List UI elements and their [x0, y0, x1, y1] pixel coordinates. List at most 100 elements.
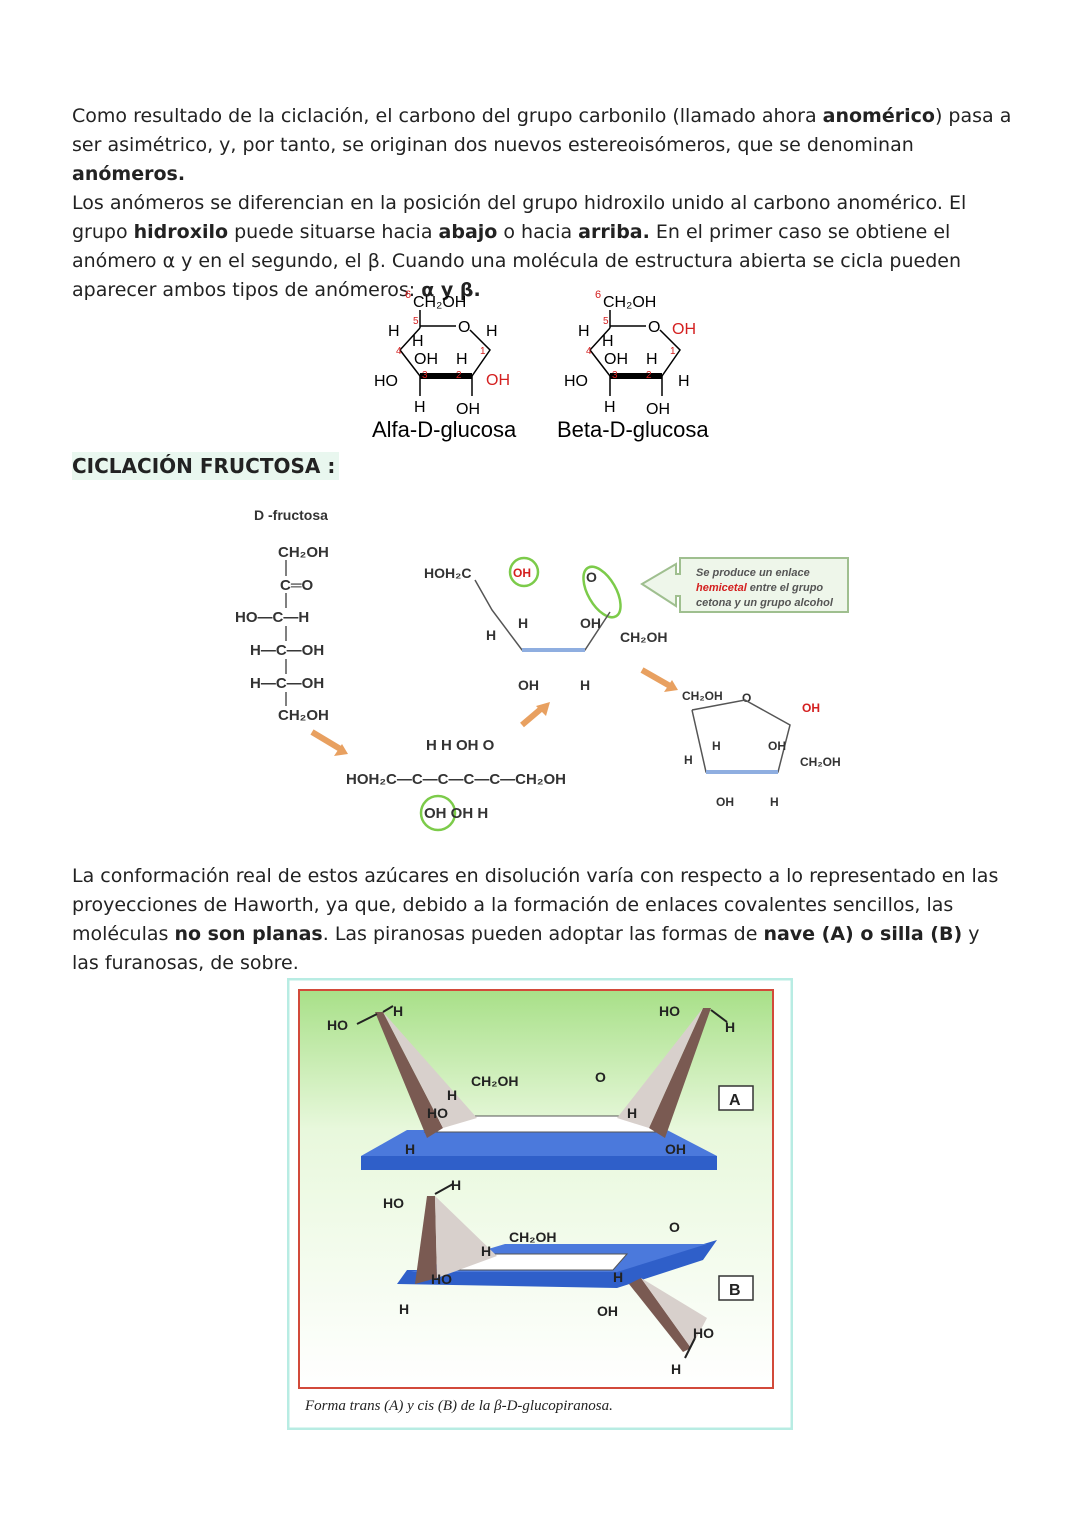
h-label: H — [456, 351, 468, 368]
ho-label: HO — [383, 1195, 404, 1211]
bold-term: anomérico — [822, 105, 935, 127]
carbonyl-highlight — [582, 565, 622, 619]
ch2oh-label: CH₂OH — [509, 1229, 556, 1245]
carbon-number: 6 — [405, 289, 411, 301]
fructose-title: D -fructosa — [254, 507, 328, 523]
h-label: H — [646, 351, 658, 368]
carbon-number: 6 — [595, 289, 601, 301]
h-label: H — [399, 1301, 409, 1317]
oh-highlight-circle — [508, 556, 540, 588]
conformation-figure: HO H HO H CH₂OH O H HO H H OH A HO H — [287, 978, 793, 1430]
ring-oxygen: O — [458, 319, 470, 336]
oh-label: OH — [716, 795, 734, 809]
ch2oh-label: CH₂OH — [471, 1073, 518, 1089]
text-span: o hacia — [497, 221, 579, 243]
h-label: H — [578, 323, 590, 340]
ring-oxygen: O — [595, 1069, 606, 1085]
label-a: A — [729, 1092, 741, 1109]
callout-text: Se produce un enlace — [696, 567, 810, 579]
oh-label: OH — [802, 701, 820, 715]
h-label: H — [451, 1177, 461, 1193]
h-label: H — [712, 739, 721, 753]
ch2oh-label: CH₂OH — [413, 294, 466, 311]
ho-label: HO — [431, 1271, 452, 1287]
h-label: H — [486, 627, 496, 643]
carbon-number: 5 — [413, 316, 419, 327]
oh-label: OH — [646, 401, 670, 418]
fructofuranose-ring: CH₂OH O OH H H OH CH₂OH OH H — [682, 689, 841, 809]
h-label: H — [580, 677, 590, 693]
h-label: H — [627, 1105, 637, 1121]
fischer-row: CH₂OH — [278, 544, 329, 561]
fischer-row: HO—C—H — [235, 609, 309, 626]
text-span: En el primer caso se obtiene el anómero … — [72, 221, 962, 301]
text-span: puede situarse hacia — [228, 221, 439, 243]
ch2oh-label: CH₂OH — [603, 294, 656, 311]
h-label: H — [486, 323, 498, 340]
arrow-head-icon — [536, 702, 550, 716]
anomeric-oh-alpha: OH — [486, 372, 510, 389]
formula-bottom-row: OH OH H — [424, 805, 488, 822]
bold-term: nave (A) o silla (B) — [763, 923, 963, 945]
h-label: H — [678, 373, 690, 390]
ho-label: HO — [659, 1003, 680, 1019]
ho-label: HO — [327, 1017, 348, 1033]
formula-main-row: HOH₂C—C—C—C—C—CH₂OH — [346, 771, 566, 788]
h-label: H — [414, 399, 426, 416]
alpha-glucose-name: Alfa-D-glucosa — [372, 417, 517, 442]
bold-term: α y β. — [421, 279, 481, 301]
anomeric-oh-beta: OH — [672, 321, 696, 338]
hoh2c-label: HOH₂C — [424, 565, 471, 581]
oh-label: OH — [513, 566, 531, 580]
beta-glucose-structure: 6 CH₂OH 5 O OH H H 4 1 OH H 3 2 HO H H O… — [557, 289, 709, 442]
carbon-number: 5 — [603, 316, 609, 327]
ring-oxygen: O — [669, 1219, 680, 1235]
h-label: H — [725, 1019, 735, 1035]
h-label: H — [604, 399, 616, 416]
text-span: ) pasa a ser asimétrico, y, por tanto, s… — [72, 105, 1012, 156]
fischer-projection: CH₂OH C═O HO—C—H H—C—OH H—C—OH CH₂OH — [235, 544, 329, 724]
h-label: H — [684, 753, 693, 767]
label-b: B — [729, 1282, 741, 1299]
glucose-anomers-figure: 6 CH₂OH 5 O H H H 4 1 OH H 3 2 HO OH H O… — [372, 289, 709, 442]
arrow-head-icon — [664, 680, 678, 692]
fischer-row: H—C—OH — [250, 642, 324, 659]
h-label: H — [613, 1269, 623, 1285]
h-label: H — [447, 1087, 457, 1103]
oh-label: OH — [414, 351, 438, 368]
bold-term: hidroxilo — [133, 221, 229, 243]
ch2oh-label: CH₂OH — [620, 629, 667, 645]
oh-label: OH — [665, 1141, 686, 1157]
fructose-heading: CICLACIÓN FRUCTOSA : — [72, 452, 340, 480]
ring-oxygen: O — [648, 319, 660, 336]
h-label: H — [388, 323, 400, 340]
label-b-box — [718, 1275, 754, 1301]
label-a-box — [718, 1085, 754, 1111]
carbon-number: 3 — [612, 370, 618, 381]
carbon-number: 4 — [586, 346, 592, 357]
h-label: H — [481, 1243, 491, 1259]
h-label: H — [671, 1361, 681, 1377]
ho-label: HO — [427, 1105, 448, 1121]
alpha-glucose-structure: 6 CH₂OH 5 O H H H 4 1 OH H 3 2 HO OH H O… — [372, 289, 517, 442]
carbon-number: 2 — [646, 370, 652, 381]
fischer-row: C═O — [280, 577, 313, 594]
linear-formula: H H OH O HOH₂C—C—C—C—C—CH₂OH OH OH H — [346, 737, 566, 832]
bold-term: no son planas — [174, 923, 323, 945]
oh-label: OH — [597, 1303, 618, 1319]
arrow-icon — [310, 729, 344, 753]
o-label: O — [586, 569, 597, 585]
hemiketal-callout: Se produce un enlace hemicetal entre el … — [640, 557, 849, 613]
h-label: H — [518, 615, 528, 631]
bold-term: abajo — [438, 221, 498, 243]
conformation-paragraph: La conformación real de estos azúcares e… — [72, 862, 1012, 978]
ho-label: HO — [693, 1325, 714, 1341]
arrow-icon — [520, 705, 544, 728]
ch2oh-label: CH₂OH — [682, 689, 723, 703]
figure-caption: Forma trans (A) y cis (B) de la β-D-gluc… — [304, 1398, 613, 1414]
text-span: Como resultado de la ciclación, el carbo… — [72, 105, 823, 127]
beta-glucose-name: Beta-D-glucosa — [557, 417, 709, 442]
carbon-number: 3 — [422, 370, 428, 381]
text-span: Los anómeros se diferencian en la posici… — [72, 192, 967, 243]
callout-highlight: hemicetal — [696, 582, 748, 594]
